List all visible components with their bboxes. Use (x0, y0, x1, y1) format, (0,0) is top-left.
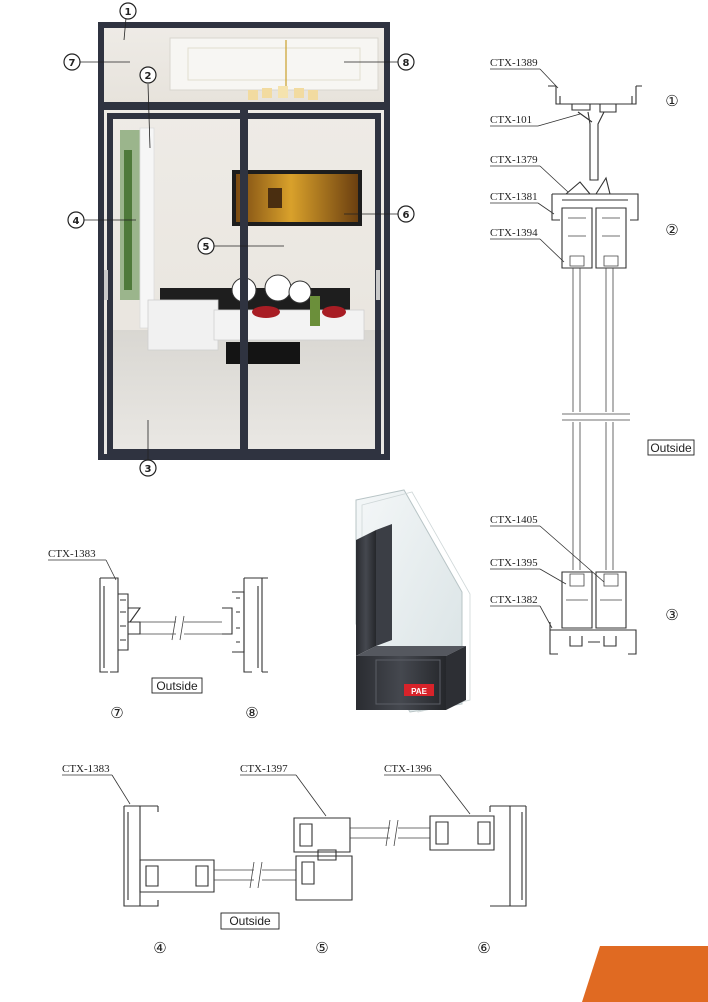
label-ctx-1395: CTX-1395 (490, 557, 567, 585)
glass-panes-upper (572, 268, 614, 412)
callout-line-2 (147, 83, 151, 149)
bottom-glass-left (214, 869, 296, 881)
marker-7: ⑦ (110, 704, 123, 722)
label-ctx-1383-bottom: CTX-1383 (62, 763, 131, 805)
svg-text:CTX-1395: CTX-1395 (490, 557, 538, 569)
door-photo: 1 7 2 8 4 6 5 3 (63, 2, 415, 477)
corner-accent (582, 946, 708, 1002)
outside-tag-bottom: Outside (220, 912, 280, 930)
label-ctx-1389: CTX-1389 (490, 57, 559, 89)
svg-text:Outside: Outside (229, 914, 271, 928)
label-ctx-1381: CTX-1381 (490, 191, 555, 215)
left-jamb (99, 577, 119, 673)
callout-4: 4 (67, 211, 85, 229)
svg-text:CTX-1405: CTX-1405 (490, 514, 538, 526)
label-ctx-1382: CTX-1382 (490, 594, 553, 629)
render-badge-text: PAE (411, 687, 428, 696)
svg-text:Outside: Outside (156, 679, 198, 693)
callout-1-text: 1 (125, 7, 132, 18)
callout-line-1 (123, 17, 127, 41)
label-ctx-1396: CTX-1396 (384, 763, 471, 815)
label-ctx-1405: CTX-1405 (490, 514, 605, 583)
profile-ctx-1381 (551, 193, 639, 221)
callout-8: 8 (397, 53, 415, 71)
outside-tag-right: Outside (647, 439, 695, 456)
callout-8-text: 8 (403, 58, 410, 69)
marker-2: ② (665, 221, 678, 239)
bottom-glass-right (350, 827, 430, 839)
label-ctx-1383-side: CTX-1383 (48, 548, 117, 581)
chandelier (248, 86, 318, 100)
svg-text:CTX-1383: CTX-1383 (62, 763, 110, 775)
ceiling-panel (169, 37, 379, 91)
render-vertical-frame (356, 530, 376, 656)
profile-ctx-1397-lower (295, 849, 353, 901)
bottom-left-jamb (123, 805, 159, 907)
callout-6: 6 (397, 205, 415, 223)
label-ctx-101: CTX-101 (490, 113, 581, 127)
callout-5: 5 (197, 237, 215, 255)
profile-ctx-1397 (293, 817, 351, 853)
callout-6-text: 6 (403, 210, 410, 221)
sofa (147, 274, 365, 364)
callout-7-text: 7 (69, 58, 76, 69)
svg-text:CTX-101: CTX-101 (490, 114, 532, 126)
glass-panes-lower (572, 422, 614, 570)
marker-8: ⑧ (245, 704, 258, 722)
profile-ctx-101 (577, 111, 605, 181)
profile-render: PAE (355, 489, 471, 713)
svg-text:CTX-1381: CTX-1381 (490, 191, 538, 203)
callout-1: 1 (119, 2, 137, 20)
break-mark (562, 413, 630, 421)
label-ctx-1394: CTX-1394 (490, 227, 565, 263)
profile-ctx-1395 (561, 571, 627, 629)
profile-ctx-1382 (549, 622, 637, 655)
svg-text:CTX-1382: CTX-1382 (490, 594, 538, 606)
callout-5-text: 5 (203, 242, 210, 253)
callout-4-text: 4 (73, 216, 80, 227)
callout-3: 3 (139, 459, 157, 477)
svg-text:CTX-1394: CTX-1394 (490, 227, 538, 239)
bottom-right-jamb (489, 805, 527, 907)
profile-ctx-1383-sash (139, 859, 215, 907)
side-section: CTX-1383 Outside ⑦ ⑧ (48, 548, 268, 722)
right-jamb (243, 577, 268, 673)
callout-3-text: 3 (145, 464, 152, 475)
marker-6: ⑥ (477, 939, 490, 957)
marker-5: ⑤ (315, 939, 328, 957)
marker-4: ④ (153, 939, 166, 957)
outside-tag-side: Outside (151, 677, 203, 694)
marker-3: ③ (665, 606, 678, 624)
svg-text:CTX-1383: CTX-1383 (48, 548, 96, 560)
glass-pane-side (140, 621, 222, 635)
break-mark-side (171, 615, 185, 641)
vertical-section: CTX-1389 CTX-101 CTX-1379 CTX-1381 CTX-1… (490, 57, 695, 655)
svg-text:CTX-1396: CTX-1396 (384, 763, 432, 775)
render-badge (404, 684, 434, 696)
profile-ctx-1394 (561, 207, 627, 269)
svg-text:Outside: Outside (650, 441, 692, 455)
marker-1: ① (665, 92, 678, 110)
svg-text:CTX-1397: CTX-1397 (240, 763, 288, 775)
callout-2: 2 (139, 66, 157, 84)
profile-ctx-1379 (565, 176, 611, 195)
render-horizontal-frame (356, 656, 446, 710)
label-ctx-1397: CTX-1397 (240, 763, 327, 817)
bottom-section: CTX-1383 CTX-1397 CTX-1396 Outside ④ ⑤ ⑥ (62, 763, 527, 957)
profile-ctx-1389 (548, 85, 642, 105)
profile-ctx-1396 (429, 815, 495, 851)
callout-7: 7 (63, 53, 81, 71)
callout-2-text: 2 (145, 71, 152, 82)
svg-text:CTX-1389: CTX-1389 (490, 57, 538, 69)
svg-text:CTX-1379: CTX-1379 (490, 154, 538, 166)
label-ctx-1379: CTX-1379 (490, 154, 569, 193)
